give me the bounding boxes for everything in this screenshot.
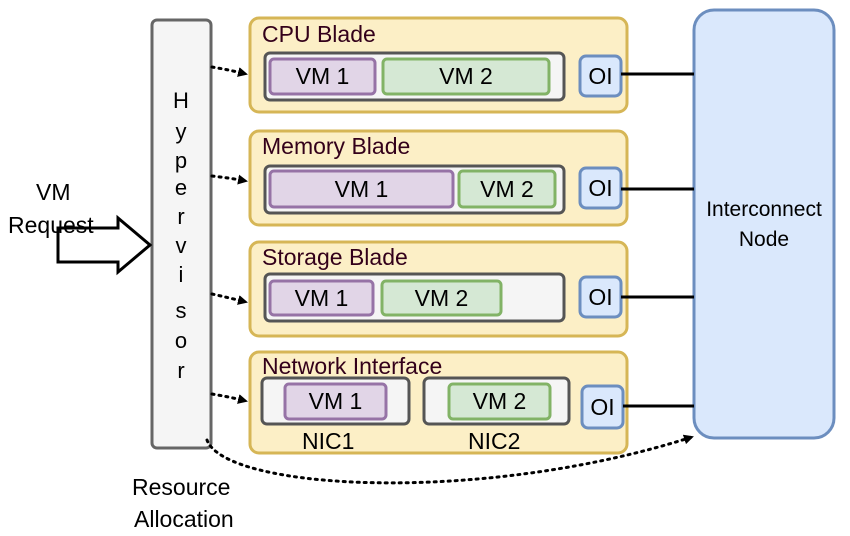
alloc-arrow-cpu: [210, 65, 248, 77]
cpu-oi-label: OI: [588, 62, 613, 89]
cpu-vm1-label: VM 1: [295, 63, 350, 89]
interconnect-label-line1: Interconnect: [706, 198, 822, 221]
network-oi-label: OI: [590, 393, 615, 420]
nic1-label: NIC1: [302, 428, 355, 454]
interconnect-node-label: Interconnect Node: [694, 195, 834, 255]
storage-blade-title: Storage Blade: [262, 244, 408, 270]
cpu-vm2-label: VM 2: [439, 63, 493, 89]
memory-oi-label: OI: [588, 174, 613, 201]
alloc-arrow-interconnect: [205, 434, 694, 485]
hypervisor-letter: y: [175, 119, 187, 144]
network-vm1-box: [283, 382, 388, 421]
memory-blade-title: Memory Blade: [262, 133, 411, 159]
network-vm2-label: VM 2: [472, 388, 527, 414]
storage-vm2-label: VM 2: [414, 284, 469, 311]
alloc-arrow-memory: [210, 174, 248, 185]
memory-vm1-label: VM 1: [334, 175, 389, 202]
hypervisor-letter: o: [174, 328, 188, 353]
storage-vm2-box: [380, 279, 503, 317]
vm-request-arrow: [56, 214, 153, 276]
storage-blade: [248, 240, 629, 338]
network-vm2-box: [447, 382, 552, 421]
interconnect-node-box: [692, 8, 836, 440]
hypervisor-box: [150, 18, 213, 450]
hypervisor-letter: r: [177, 358, 185, 383]
memory-vm1-box: [268, 169, 455, 209]
memory-blade: [248, 129, 629, 227]
vm-request-label-line2: Request: [8, 212, 94, 238]
network-interface-blade: [248, 350, 629, 455]
cpu-blade: [248, 16, 629, 114]
hypervisor-letter: i: [178, 262, 184, 287]
nic2-label: NIC2: [468, 428, 521, 454]
hypervisor-letter: s: [175, 298, 187, 323]
hypervisor-letter: v: [175, 233, 187, 258]
resource-allocation-line2: Allocation: [134, 506, 234, 532]
alloc-arrow-storage: [210, 292, 248, 305]
hypervisor-letter: e: [174, 175, 188, 200]
hypervisor-letter: p: [174, 148, 188, 173]
memory-vm2-label: VM 2: [480, 175, 534, 202]
cpu-vm2-box: [381, 57, 551, 96]
storage-vm1-box: [268, 279, 375, 317]
memory-vm2-box: [457, 169, 557, 209]
interconnect-label-line2: Node: [738, 228, 790, 251]
cpu-vm1-box: [268, 57, 377, 96]
resource-allocation-line1: Resource: [132, 474, 231, 500]
vm-request-label-line1: VM: [36, 179, 71, 205]
cpu-blade-title: CPU Blade: [262, 21, 376, 47]
network-vm1-label: VM 1: [308, 388, 363, 414]
storage-vm1-label: VM 1: [294, 284, 349, 311]
hypervisor-letter: H: [173, 88, 189, 113]
hypervisor-letter: r: [177, 204, 185, 229]
cpu-oi-box: [578, 54, 623, 98]
alloc-arrow-network: [210, 392, 248, 404]
storage-oi-label: OI: [588, 283, 613, 310]
network-interface-title: Network Interface: [262, 353, 443, 379]
